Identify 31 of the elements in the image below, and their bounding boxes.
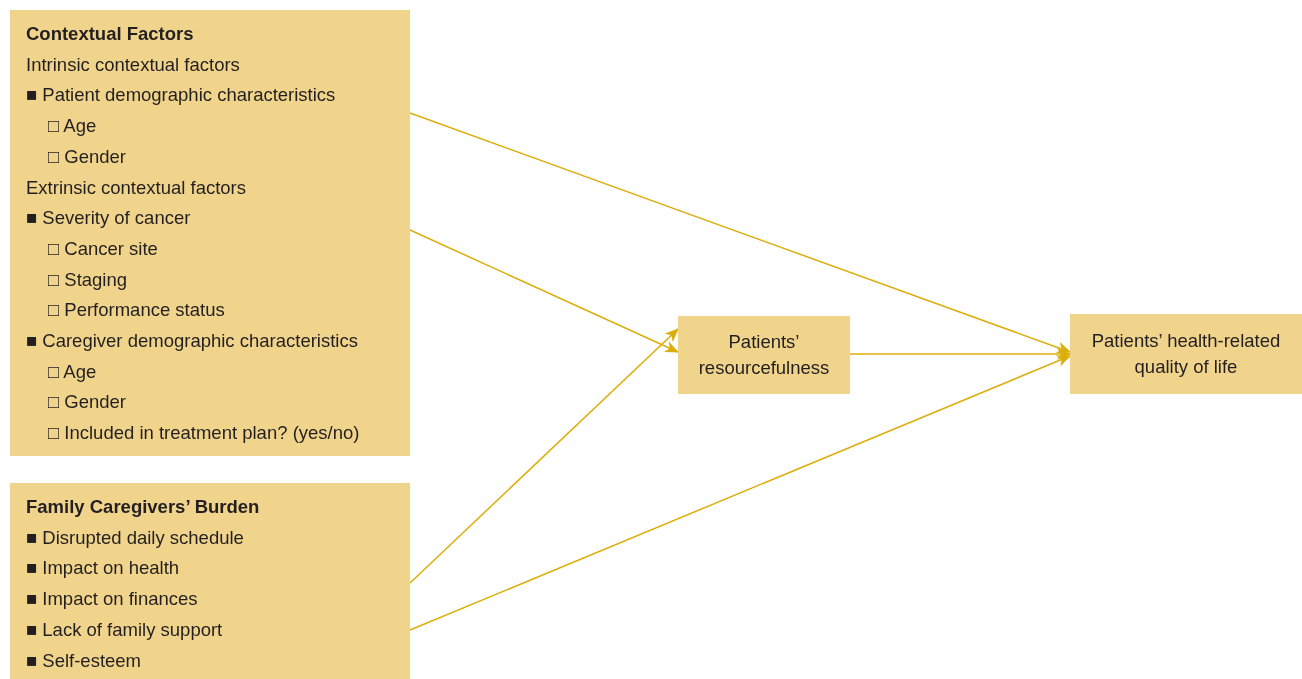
factor-box	[10, 483, 410, 679]
node-label: Patients’ health-related quality of life	[1090, 329, 1282, 379]
list-item: □ Age	[48, 360, 97, 383]
list-item: □ Gender	[48, 145, 127, 168]
list-item: ■ Disrupted daily schedule	[26, 526, 244, 549]
list-item: □ Cancer site	[48, 237, 158, 260]
list-item: ■ Impact on finances	[26, 588, 198, 611]
list-item: □ Gender	[48, 391, 127, 414]
factor-box	[678, 316, 850, 394]
arrow	[409, 112, 1071, 354]
list-item: □ Staging	[48, 268, 128, 291]
list-item: ■ Severity of cancer	[26, 207, 191, 230]
box-heading: Family Caregivers’ Burden	[26, 496, 260, 518]
factor-box	[1070, 314, 1302, 394]
box-heading: Contextual Factors	[26, 23, 194, 45]
list-item: ■ Self-esteem	[26, 649, 142, 672]
list-item: Extrinsic contextual factors	[26, 176, 247, 199]
list-item: □ Included in treatment plan? (yes/no)	[48, 422, 360, 445]
list-item: ■ Impact on health	[26, 557, 180, 580]
factor-box	[10, 10, 410, 456]
list-item: □ Age	[48, 115, 97, 138]
arrow	[849, 348, 1071, 360]
list-item: ■ Lack of family support	[26, 618, 223, 641]
list-item: ■ Patient demographic characteristics	[26, 84, 336, 107]
list-item: Intrinsic contextual factors	[26, 53, 240, 76]
arrow	[409, 229, 679, 353]
list-item: ■ Caregiver demographic characteristics	[26, 330, 358, 352]
node-label: Patients’ resourcefulness	[697, 330, 831, 380]
list-item: □ Performance status	[48, 299, 225, 322]
arrow	[409, 328, 679, 584]
arrow	[409, 355, 1071, 631]
